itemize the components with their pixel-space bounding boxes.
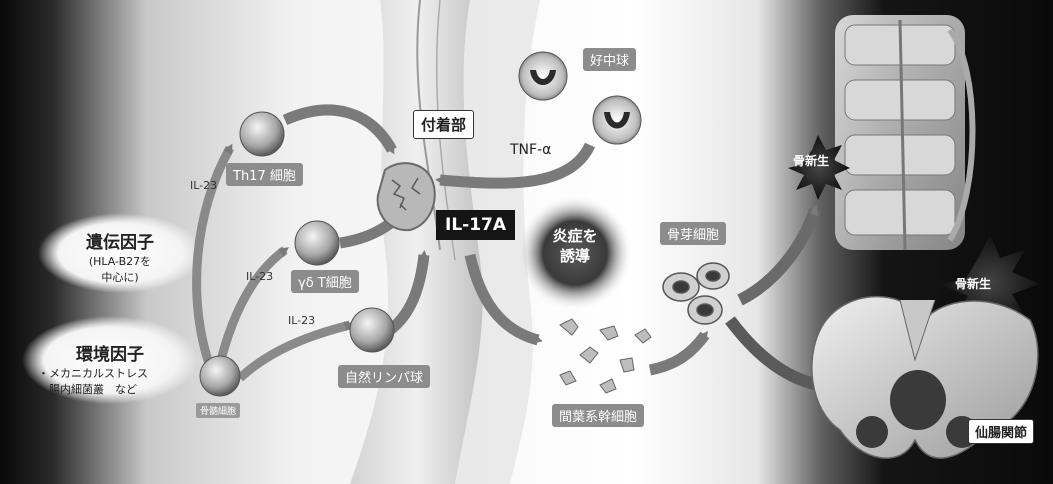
- il23-label-3: IL-23: [288, 314, 315, 327]
- environmental-factors-item2: ・腸内細菌叢 など: [30, 381, 190, 397]
- environmental-factors-title: 環境因子: [30, 340, 190, 365]
- genetic-factors-sub2: 中心に): [50, 269, 190, 285]
- bone-formation-label-1: 骨新生: [793, 152, 829, 169]
- gamma-delta-t-cell-label: γδ T細胞: [291, 270, 359, 293]
- il-17a-label: IL-17A: [436, 210, 515, 240]
- osteoblast-label: 骨芽細胞: [660, 222, 726, 245]
- inflammation-line2: 誘導: [550, 245, 600, 266]
- innate-lymphoid-cell-label: 自然リンパ球: [338, 365, 430, 388]
- mesenchymal-stem-cell-label: 間葉系幹細胞: [552, 404, 644, 427]
- inflammation-line1: 炎症を: [550, 225, 600, 246]
- environmental-factors-item1: ・メカニカルストレス: [30, 365, 190, 381]
- sacroiliac-joint-label: 仙腸関節: [968, 419, 1034, 444]
- genetic-factors-block: 遺伝因子 (HLA-B27を 中心に): [50, 228, 190, 285]
- bone-marrow-cell-label: 骨髄細胞: [196, 403, 240, 418]
- il23-label-2: IL-23: [246, 270, 273, 283]
- genetic-factors-sub1: (HLA-B27を: [50, 253, 190, 269]
- tnf-alpha-label: TNF-α: [510, 142, 551, 158]
- il23-label-1: IL-23: [190, 179, 217, 192]
- neutrophil-label: 好中球: [583, 48, 636, 71]
- environmental-factors-block: 環境因子 ・メカニカルストレス ・腸内細菌叢 など: [30, 340, 190, 397]
- th17-cell-label: Th17 細胞: [226, 163, 303, 186]
- genetic-factors-title: 遺伝因子: [50, 228, 190, 253]
- bone-formation-label-2: 骨新生: [955, 275, 991, 292]
- enthesis-label: 付着部: [413, 110, 474, 139]
